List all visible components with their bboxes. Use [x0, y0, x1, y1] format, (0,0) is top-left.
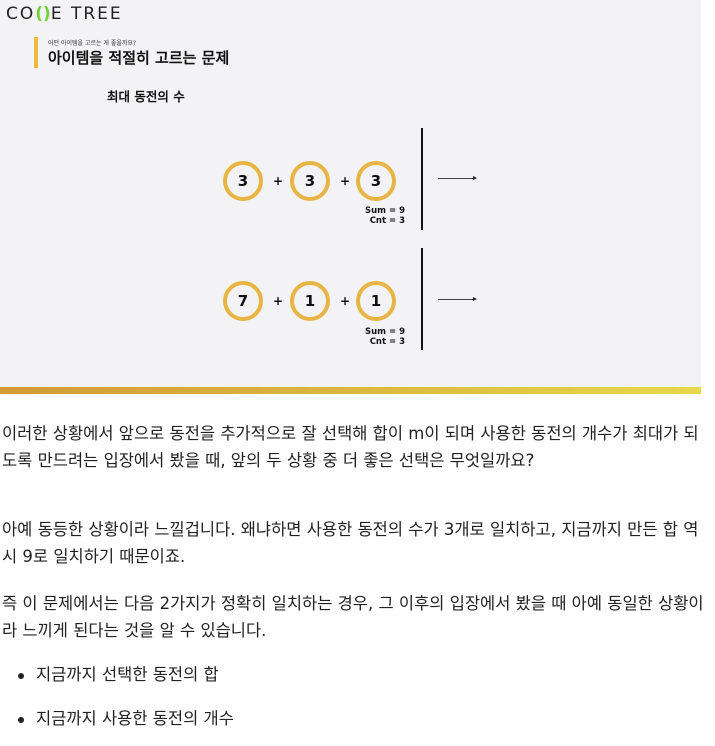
plus-sign: + — [340, 294, 351, 308]
body-paragraph: 아예 동등한 상황이라 느낄겁니다. 왜냐하면 사용한 동전의 수가 3개로 일… — [2, 520, 699, 566]
coin-circle: 1 — [290, 281, 330, 321]
list-item-text: 지금까지 사용한 동전의 개수 — [36, 709, 234, 728]
plus-sign: + — [273, 294, 284, 308]
title-accent-bar — [34, 37, 38, 68]
plus-sign: + — [340, 174, 351, 188]
codetree-logo: CO()E TREE — [6, 4, 123, 24]
coin-circle: 1 — [356, 281, 396, 321]
coin-circle: 7 — [223, 281, 263, 321]
body-paragraph: 즉 이 문제에서는 다음 2가지가 정확히 일치하는 경우, 그 이후의 입장에… — [2, 594, 704, 640]
logo-prefix: CO — [6, 4, 36, 24]
logo-suffix: E TREE — [50, 4, 123, 24]
list-item: 지금까지 선택한 동전의 합 — [0, 658, 234, 702]
sum-label: Sum = 9 — [365, 327, 405, 337]
arrow-right-icon — [438, 176, 477, 180]
divider-line — [421, 128, 423, 230]
cnt-label: Cnt = 3 — [369, 337, 405, 347]
list-item: 지금까지 사용한 동전의 개수 — [0, 702, 234, 746]
lecture-slide-image: CO()E TREE 어떤 아이템을 고르는 게 좋을까요? 아이템을 적절히 … — [0, 0, 701, 387]
sum-label: Sum = 9 — [365, 206, 405, 216]
body-paragraph: 이러한 상황에서 앞으로 동전을 추가적으로 잘 선택해 합이 m이 되며 사용… — [2, 424, 699, 470]
list-item-text: 지금까지 선택한 동전의 합 — [36, 665, 219, 684]
diagram-heading: 최대 동전의 수 — [107, 89, 185, 104]
coin-circle: 3 — [356, 161, 396, 201]
slide-title: 아이템을 적절히 고르는 문제 — [48, 49, 230, 67]
divider-line — [421, 248, 423, 350]
bullet-icon — [18, 673, 24, 679]
cnt-label: Cnt = 3 — [369, 216, 405, 226]
slide-subtitle: 어떤 아이템을 고르는 게 좋을까요? — [48, 40, 137, 47]
bullet-icon — [18, 717, 24, 723]
logo-brace-icon: () — [35, 4, 51, 24]
coin-circle: 3 — [223, 161, 263, 201]
bullet-list: 지금까지 선택한 동전의 합 지금까지 사용한 동전의 개수 — [0, 658, 234, 746]
arrow-right-icon — [438, 297, 477, 301]
plus-sign: + — [273, 174, 284, 188]
coin-circle: 3 — [290, 161, 330, 201]
slide-bottom-gradient-bar — [0, 387, 701, 394]
